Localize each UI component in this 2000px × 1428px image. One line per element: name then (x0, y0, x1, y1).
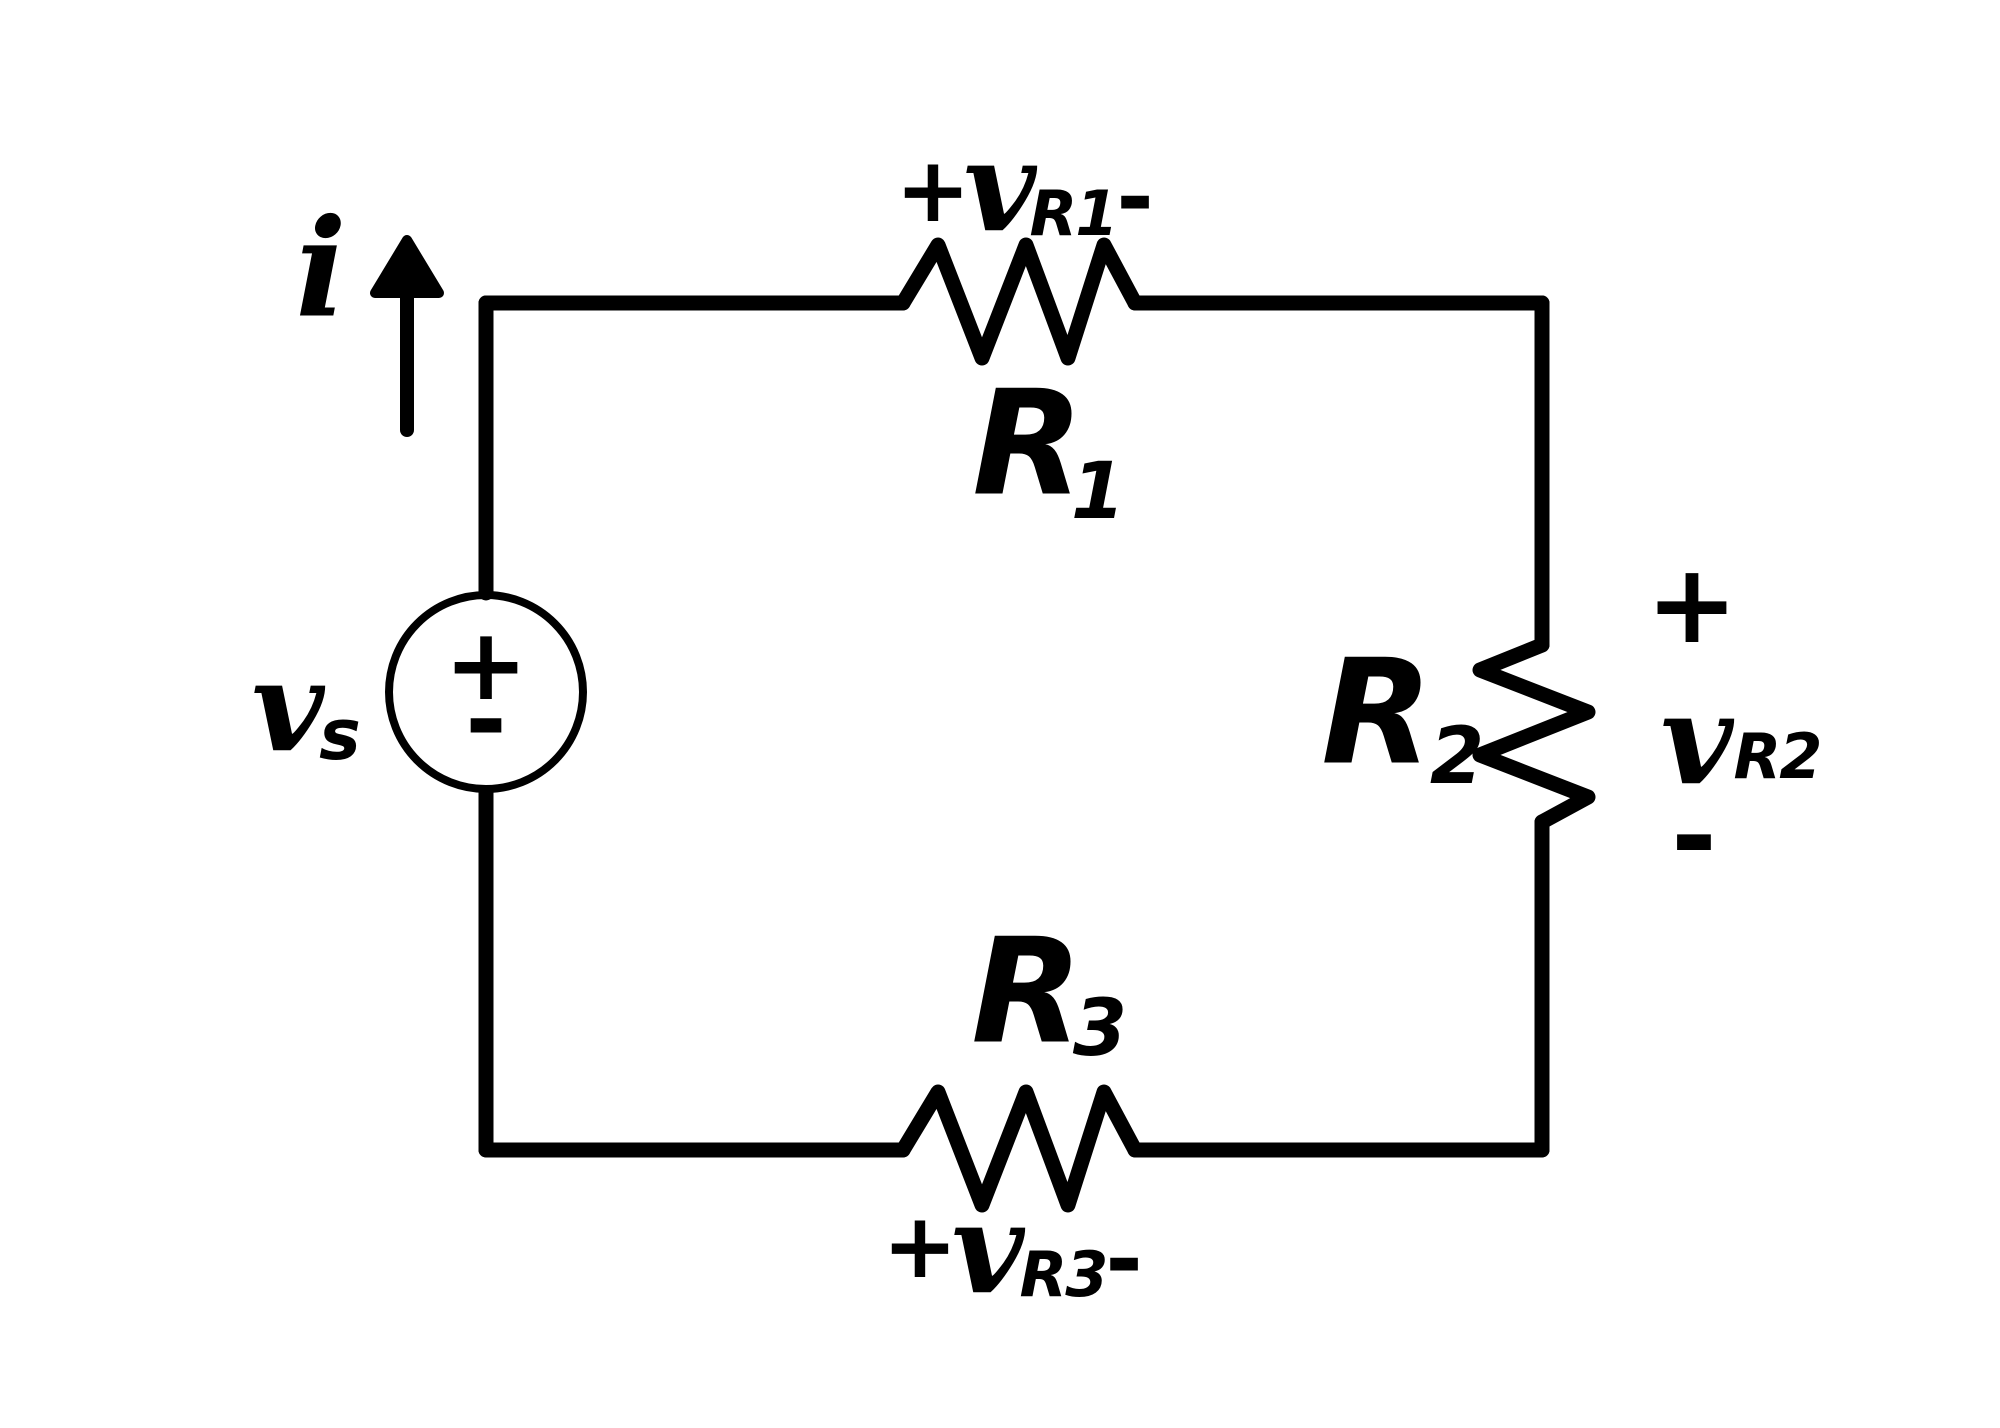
current-arrow-head (370, 235, 444, 298)
r1-name-subscript: 1 (1070, 447, 1125, 537)
r1-voltage-symbol: v (963, 114, 1037, 261)
r3-voltage-symbol: v (951, 1176, 1025, 1323)
source-plus-sign: + (444, 606, 528, 723)
r2-name-label: R (1321, 628, 1433, 798)
r1-name-label: R (972, 359, 1084, 529)
source-minus-sign: - (465, 661, 507, 778)
r2-resistor-symbol (1472, 637, 1596, 830)
source-voltage-symbol: v (251, 634, 325, 781)
r2-voltage-symbol: v (1660, 667, 1734, 814)
r3-voltage-minus-sign: - (1105, 1207, 1143, 1312)
r2-voltage-minus-sign: - (1671, 772, 1717, 900)
r2-voltage-plus-sign: + (1645, 540, 1739, 668)
r3-voltage-subscript: R3 (1019, 1238, 1109, 1311)
r1-voltage-subscript: R1 (1029, 177, 1119, 250)
r3-name-subscript: 3 (1072, 984, 1127, 1074)
r2-voltage-subscript: R2 (1733, 720, 1823, 793)
r1-voltage-plus-sign: + (895, 138, 971, 243)
r1-resistor-symbol (895, 237, 1143, 366)
r3-voltage-plus-sign: + (882, 1194, 958, 1299)
r3-resistor-symbol (895, 1084, 1143, 1213)
r2-name-subscript: 2 (1429, 712, 1484, 802)
source-voltage-subscript: s (319, 694, 361, 776)
current-symbol-label: i (295, 188, 347, 348)
r3-name-label: R (971, 907, 1083, 1077)
r1-voltage-minus-sign: - (1116, 145, 1154, 250)
